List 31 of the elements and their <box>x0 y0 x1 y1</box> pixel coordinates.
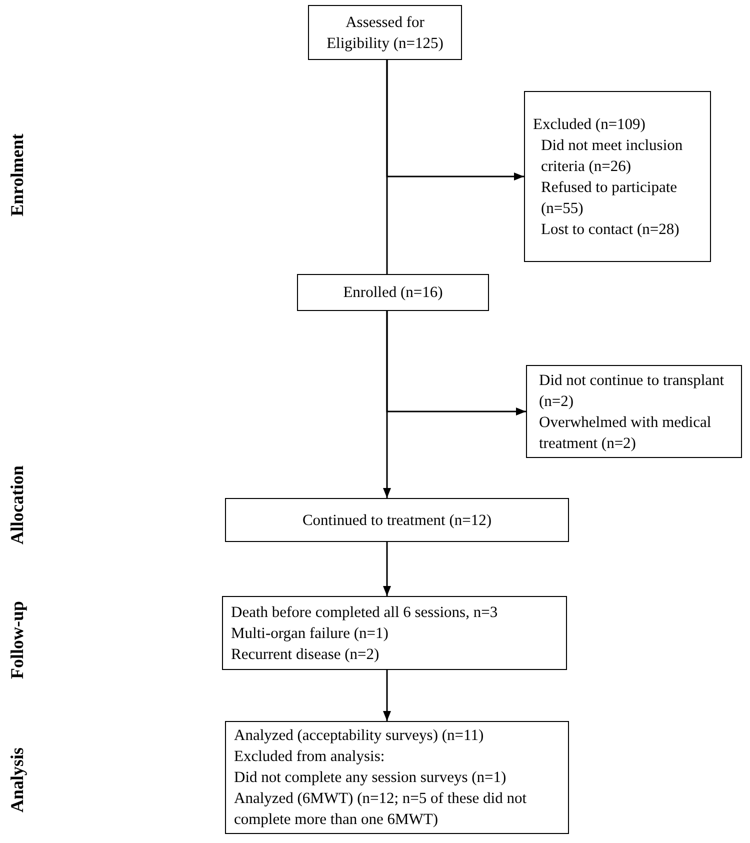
box-text: Refused to participate (n=55) <box>540 178 678 218</box>
box-text: Lost to contact (n=28) <box>540 220 680 240</box>
process-box <box>222 596 567 670</box>
process-box <box>524 91 711 262</box>
process-box <box>225 498 569 542</box>
box-text: Analyzed (acceptability surveys) (n=11) <box>234 726 485 746</box>
box-text: Enrolled (n=16) <box>343 283 443 303</box>
process-box <box>297 274 489 311</box>
stage-label: Follow-up <box>8 601 26 679</box>
box-text: Excluded from analysis: <box>234 747 386 767</box>
arrow <box>386 311 526 416</box>
process-box <box>526 365 742 458</box>
process-box <box>225 721 569 834</box>
box-text: Did not meet inclusion criteria (n=26) <box>540 136 684 176</box>
arrow <box>383 542 391 596</box>
box-text: Excluded (n=109) <box>533 114 646 134</box>
stage-label: Enrolment <box>8 134 26 216</box>
box-text: Assessed for Eligibility (n=125) <box>326 12 444 54</box>
box-text: Did not complete any session surveys (n=1) <box>234 768 508 788</box>
stage-label: Allocation <box>8 466 26 544</box>
box-text: Recurrent disease (n=2) <box>231 644 380 664</box>
process-box <box>308 5 462 60</box>
box-text: Multi-organ failure (n=1) <box>231 624 390 644</box>
box-text: Did not continue to transplant (n=2) <box>539 370 726 412</box>
box-text: Continued to treatment (n=12) <box>302 510 492 530</box>
box-text: Analyzed (6MWT) (n=12; n=5 of these did not complete more than one 6MWT) <box>234 789 528 830</box>
box-text: Overwhelmed with medical treatment (n=2) <box>539 412 712 454</box>
stage-label: Analysis <box>8 747 26 813</box>
arrow <box>386 60 524 180</box>
box-text: Death before completed all 6 sessions, n=3 <box>231 602 499 622</box>
arrow <box>383 670 391 721</box>
